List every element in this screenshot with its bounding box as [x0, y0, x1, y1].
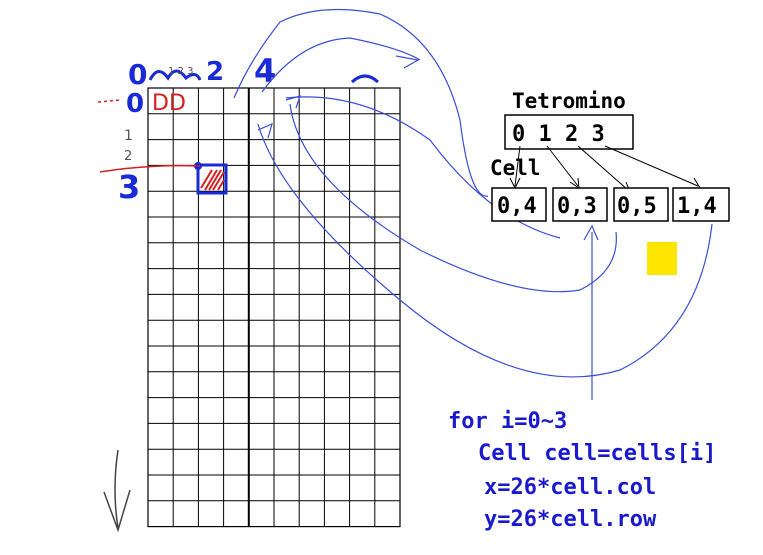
highlighted-cell — [194, 162, 228, 195]
top-scribble — [148, 69, 202, 81]
red-d-label: DD — [152, 91, 186, 116]
game-board-grid — [147, 87, 401, 528]
code-block: for i=0~3 Cell cell=cells[i] x=26*cell.c… — [448, 409, 716, 532]
tetromino-indices: 0 1 2 3 — [512, 122, 605, 147]
top-number-0: 0 — [128, 58, 147, 91]
cell-value: 0,5 — [617, 194, 657, 219]
yellow-square — [647, 242, 677, 275]
code-line-2: Cell cell=cells[i] — [478, 441, 716, 466]
cell-box — [491, 187, 547, 222]
tetromino-index-box — [504, 114, 634, 150]
left-number-3: 3 — [118, 168, 140, 206]
left-number-0: 0 — [126, 89, 144, 119]
cell-box — [672, 187, 730, 222]
down-arrow-icon — [103, 449, 131, 533]
cell-value: 0,3 — [557, 194, 597, 219]
cell-value: 0,4 — [497, 194, 537, 219]
top-small-numbers: 1 2 3 — [168, 66, 193, 77]
code-line-1: for i=0~3 — [448, 409, 567, 434]
top-arc — [350, 74, 380, 84]
code-line-4: y=26*cell.row — [484, 507, 657, 532]
left-small-2: 2 — [124, 149, 132, 164]
red-dash-marker — [97, 99, 121, 103]
top-number-2: 2 — [206, 57, 224, 87]
tetromino-title: Tetromino — [512, 89, 626, 113]
left-small-1: 1 — [124, 128, 133, 144]
red-row-marker — [99, 164, 201, 173]
cell-title: Cell — [490, 156, 541, 180]
cell-box — [552, 187, 608, 222]
cell-value: 1,4 — [677, 194, 717, 219]
top-number-4: 4 — [254, 52, 276, 90]
code-line-3: x=26*cell.col — [484, 475, 656, 500]
index-to-cell-arrows — [509, 145, 701, 193]
cell-box — [613, 187, 669, 222]
cell-list: 0,4 0,3 0,5 1,4 — [491, 187, 730, 222]
